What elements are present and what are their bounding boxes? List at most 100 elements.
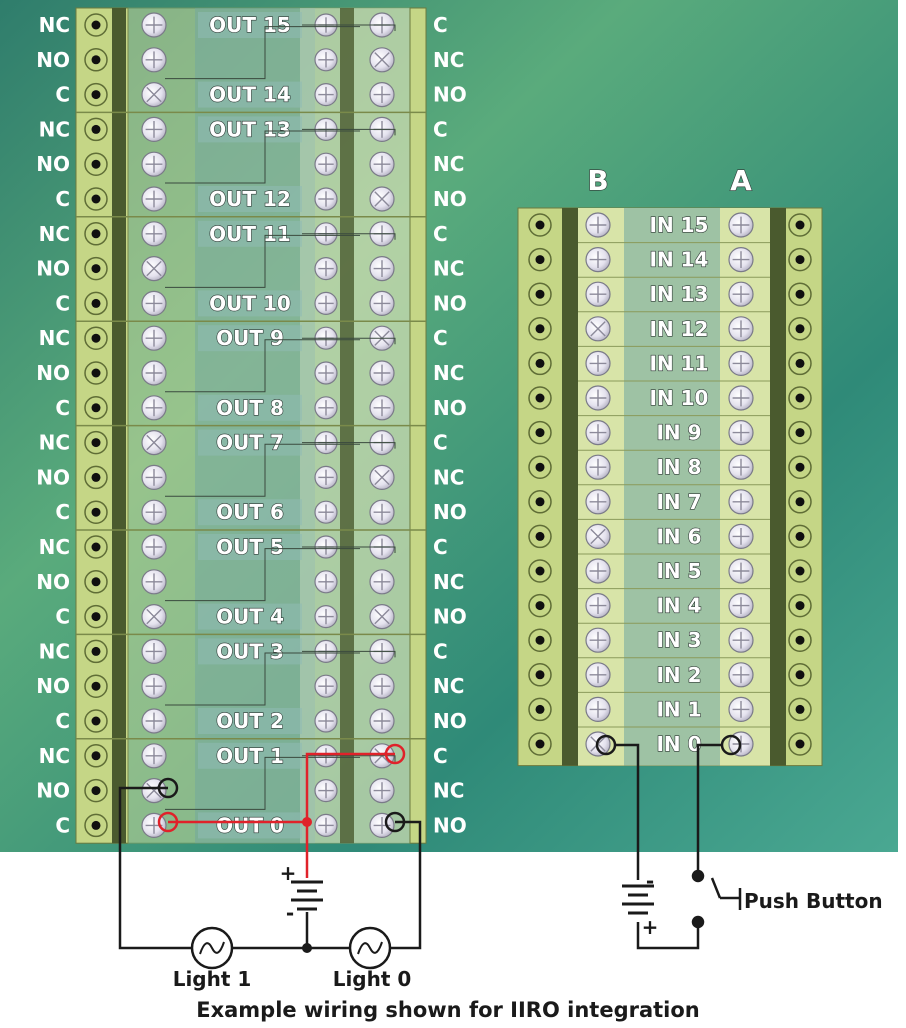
right-terminal-label: NO: [433, 500, 467, 524]
output-trace: [165, 756, 360, 810]
left-terminal-label: NO: [36, 674, 70, 698]
input-label: IN 6: [656, 524, 701, 548]
terminal-hole-left-pin: [91, 716, 101, 726]
output-trace: [165, 234, 360, 288]
left-terminal-label: NC: [39, 222, 70, 246]
right-terminal-label: NO: [433, 291, 467, 315]
input-hole-left-pin: [535, 670, 545, 680]
input-label: IN 4: [656, 594, 701, 618]
terminal-hole-left-pin: [91, 194, 101, 204]
left-terminal-label: NC: [39, 744, 70, 768]
output-label-bg: [198, 812, 302, 839]
right-terminal-label: NO: [433, 187, 467, 211]
right-terminal-label: NC: [433, 152, 464, 176]
output-trace: [165, 548, 360, 602]
terminal-hole-left-pin: [91, 472, 101, 482]
terminal-hole-left-pin: [91, 786, 101, 796]
terminal-hole-left-pin: [91, 612, 101, 622]
left-terminal-label: NC: [39, 431, 70, 455]
left-terminal-label: NO: [36, 361, 70, 385]
light-1-label: Light 1: [173, 967, 252, 991]
output-label-bg: [198, 708, 302, 734]
input-hole-right-pin: [795, 393, 805, 403]
terminal-hole-left-pin: [91, 820, 101, 830]
output-label: OUT 14: [209, 83, 291, 107]
out0-no-wire: [390, 820, 422, 950]
light-1-icon: [190, 926, 234, 970]
input-hole-right-pin: [795, 497, 805, 507]
input-hole-left-pin: [535, 255, 545, 265]
light-0-label: Light 0: [333, 967, 412, 991]
right-terminal-label: C: [433, 222, 448, 246]
right-terminal-label: C: [433, 326, 448, 350]
right-terminal-label: NO: [433, 83, 467, 107]
output-label: OUT 15: [209, 13, 291, 37]
terminal-highlight-out0-c: [157, 811, 179, 833]
right-terminal-label: C: [433, 535, 448, 559]
right-terminal-label: NC: [433, 779, 464, 803]
terminal-hole-left-pin: [91, 751, 101, 761]
output-trace: [302, 233, 396, 240]
battery-input-plus-label: +: [642, 915, 659, 939]
input-hole-left-pin: [535, 358, 545, 368]
output-trace: [302, 546, 396, 553]
output-trace: [165, 130, 360, 184]
left-terminal-label: NO: [36, 779, 70, 803]
input-screw-b-slot2: [590, 321, 606, 337]
input-center-band: [624, 208, 720, 766]
terminal-hole-left-pin: [91, 90, 101, 100]
right-terminal-label: NC: [433, 570, 464, 594]
battery-plus-label: +: [280, 861, 297, 885]
battery-input-minus-label: -: [646, 869, 654, 893]
screw-left-slot2: [146, 434, 162, 451]
input-label: IN 7: [656, 490, 701, 514]
terminal-highlight-out0-no: [384, 811, 406, 833]
left-terminal-label: C: [55, 813, 70, 837]
screw-left-slot2: [146, 260, 162, 277]
left-terminal-label: C: [55, 500, 70, 524]
push-button-contact-bottom: [691, 915, 705, 929]
output-label-bg: [198, 638, 302, 665]
screw-right-slot2: [374, 52, 390, 68]
output-label-bg: [198, 499, 302, 526]
right-terminal-label: NO: [433, 605, 467, 629]
push-button-icon: [710, 877, 742, 910]
input-hole-left-pin: [535, 220, 545, 230]
output-trace: [302, 24, 396, 31]
output-label-bg: [198, 220, 302, 247]
output-label: OUT 12: [209, 187, 291, 211]
wire-junction-red: [302, 817, 312, 827]
terminal-hole-left-pin: [91, 159, 101, 169]
output-label: OUT 11: [209, 222, 291, 246]
input-label: IN 10: [650, 386, 709, 410]
output-label: OUT 4: [216, 605, 284, 629]
input-hole-left-pin: [535, 393, 545, 403]
terminal-hole-left-pin: [91, 20, 101, 30]
output-label: OUT 3: [216, 639, 284, 663]
input-hole-left-pin: [535, 531, 545, 541]
output-trace: [165, 443, 360, 497]
output-label: OUT 10: [209, 291, 291, 315]
left-terminal-label: NO: [36, 48, 70, 72]
input-label: IN 15: [650, 213, 709, 237]
left-terminal-label: C: [55, 291, 70, 315]
output-label: OUT 7: [216, 431, 284, 455]
right-terminal-label: C: [433, 13, 448, 37]
input-label: IN 0: [656, 732, 701, 756]
right-terminal-label: C: [433, 744, 448, 768]
left-terminal-label: C: [55, 83, 70, 107]
terminal-hole-left-pin: [91, 542, 101, 552]
in0-b-wire: [615, 743, 640, 880]
input-hole-left-pin: [535, 462, 545, 472]
output-label: OUT 13: [209, 117, 291, 141]
terminal-hole-left-pin: [91, 507, 101, 517]
right-terminal-label: NC: [433, 465, 464, 489]
right-terminal-label: C: [433, 431, 448, 455]
input-hole-right-pin: [795, 635, 805, 645]
output-label-bg: [198, 290, 302, 317]
terminal-highlight-out1-c: [384, 743, 406, 765]
output-label-bg: [198, 81, 302, 108]
output-label-bg: [198, 116, 302, 143]
